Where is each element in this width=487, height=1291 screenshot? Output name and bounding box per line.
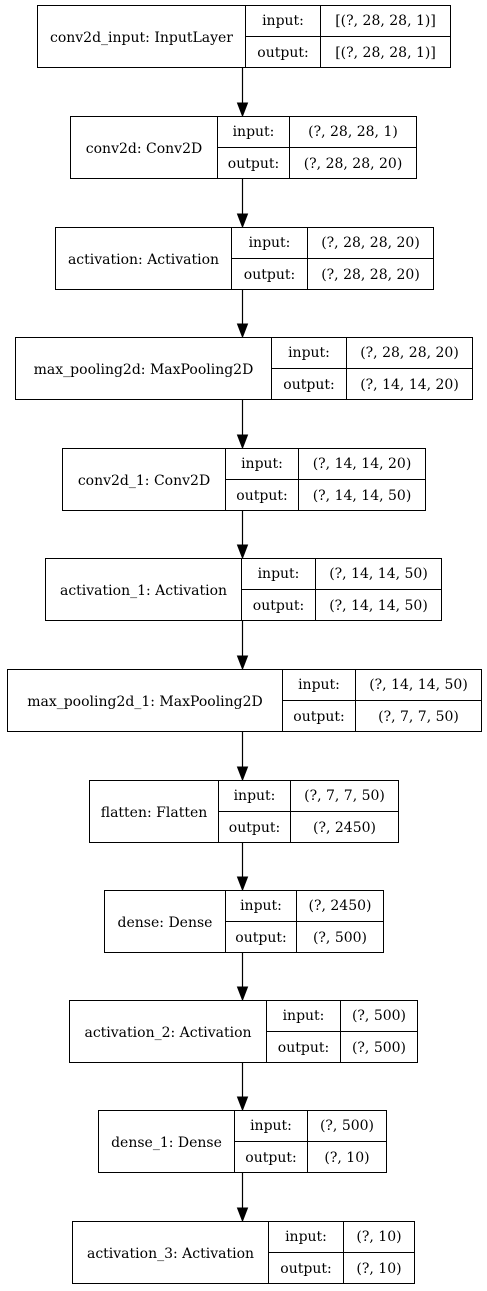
layer-node: dense: Dense input: output: (?, 2450) (?, 50… xyxy=(104,890,384,953)
input-label: input: xyxy=(233,124,275,140)
layer-name: dense_1: Dense xyxy=(111,1135,222,1151)
layer-node: flatten: Flatten input: output: (?, 7, 7, 5… xyxy=(89,780,399,843)
output-label: output: xyxy=(229,820,280,836)
connection-arrow xyxy=(236,400,249,450)
output-label: output: xyxy=(253,598,304,614)
input-shape: (?, 2450) xyxy=(309,898,372,914)
output-shape: (?, 14, 14, 20) xyxy=(360,377,459,393)
layer-node: dense_1: Dense input: output: (?, 500) (?, 1… xyxy=(98,1110,387,1173)
output-label: output: xyxy=(228,156,279,172)
layer-name: conv2d_input: InputLayer xyxy=(50,30,233,46)
output-label: output: xyxy=(293,709,344,725)
layer-node: conv2d_input: InputLayer input: output: [(?… xyxy=(37,5,451,68)
layer-name: activation: Activation xyxy=(68,252,219,268)
input-label: input: xyxy=(258,566,300,582)
output-shape: (?, 14, 14, 50) xyxy=(329,598,428,614)
output-shape: (?, 7, 7, 50) xyxy=(378,709,459,725)
connection-arrow xyxy=(236,843,249,892)
layer-name: conv2d_1: Conv2D xyxy=(78,473,210,489)
output-label: output: xyxy=(244,267,295,283)
output-label: output: xyxy=(283,377,334,393)
input-label: input: xyxy=(285,1229,327,1245)
layer-node: max_pooling2d: MaxPooling2D input: output:… xyxy=(15,337,473,400)
output-shape: (?, 28, 28, 20) xyxy=(304,156,403,172)
input-shape: (?, 28, 28, 20) xyxy=(360,345,459,361)
connection-arrow xyxy=(236,732,249,782)
layer-node: activation_2: Activation input: output: (?,… xyxy=(69,1000,418,1063)
input-label: input: xyxy=(240,898,282,914)
connection-arrow xyxy=(236,621,249,671)
layer-node: max_pooling2d_1: MaxPooling2D input: outpu… xyxy=(7,669,482,732)
output-shape: (?, 10) xyxy=(324,1150,369,1166)
connection-arrow xyxy=(236,1173,249,1223)
input-shape: (?, 500) xyxy=(352,1008,406,1024)
output-shape: [(?, 28, 28, 1)] xyxy=(335,45,436,61)
input-label: input: xyxy=(249,235,291,251)
output-shape: (?, 10) xyxy=(356,1261,401,1277)
input-shape: (?, 28, 28, 1) xyxy=(308,124,398,140)
input-shape: (?, 10) xyxy=(356,1229,401,1245)
output-shape: (?, 2450) xyxy=(313,820,376,836)
layer-name: activation_2: Activation xyxy=(84,1025,251,1041)
output-label: output: xyxy=(235,930,286,946)
output-label: output: xyxy=(236,488,287,504)
output-shape: (?, 14, 14, 50) xyxy=(313,488,412,504)
input-label: input: xyxy=(234,788,276,804)
input-label: input: xyxy=(262,13,304,29)
layer-name: flatten: Flatten xyxy=(101,805,208,821)
output-label: output: xyxy=(280,1261,331,1277)
layer-node: conv2d_1: Conv2D input: output: (?, 14, 14,… xyxy=(62,448,426,511)
output-shape: (?, 28, 28, 20) xyxy=(321,267,420,283)
layer-name: max_pooling2d_1: MaxPooling2D xyxy=(27,694,263,710)
connection-arrow xyxy=(236,68,249,118)
connection-arrow xyxy=(236,179,249,229)
layer-node: activation_1: Activation input: output: (?,… xyxy=(45,558,442,621)
layer-nodes: conv2d_input: InputLayer input: output: [(?… xyxy=(7,5,482,1284)
layer-name: max_pooling2d: MaxPooling2D xyxy=(34,362,254,378)
output-label: output: xyxy=(257,45,308,61)
layer-node: activation: Activation input: output: (?, 2… xyxy=(55,227,434,290)
input-shape: (?, 14, 14, 20) xyxy=(313,456,412,472)
connection-arrows xyxy=(236,68,249,1223)
layer-name: dense: Dense xyxy=(118,915,213,931)
output-shape: (?, 500) xyxy=(352,1040,406,1056)
input-label: input: xyxy=(241,456,283,472)
layer-name: conv2d: Conv2D xyxy=(86,141,202,157)
output-label: output: xyxy=(278,1040,329,1056)
input-label: input: xyxy=(288,345,330,361)
connection-arrow xyxy=(236,511,249,560)
output-shape: (?, 500) xyxy=(313,930,367,946)
input-label: input: xyxy=(250,1118,292,1134)
connection-arrow xyxy=(236,290,249,339)
output-label: output: xyxy=(245,1150,296,1166)
input-shape: [(?, 28, 28, 1)] xyxy=(335,13,436,29)
layer-node: activation_3: Activation input: output: (?,… xyxy=(72,1221,415,1284)
input-shape: (?, 14, 14, 50) xyxy=(329,566,428,582)
input-shape: (?, 28, 28, 20) xyxy=(321,235,420,251)
layer-name: activation_1: Activation xyxy=(60,583,227,599)
connection-arrow xyxy=(236,953,249,1002)
input-shape: (?, 500) xyxy=(320,1118,374,1134)
layer-node: conv2d: Conv2D input: output: (?, 28, 28, 1… xyxy=(70,116,417,179)
input-shape: (?, 7, 7, 50) xyxy=(304,788,385,804)
connection-arrow xyxy=(236,1063,249,1112)
input-label: input: xyxy=(283,1008,325,1024)
input-shape: (?, 14, 14, 50) xyxy=(369,677,468,693)
input-label: input: xyxy=(298,677,340,693)
layer-name: activation_3: Activation xyxy=(87,1246,254,1262)
